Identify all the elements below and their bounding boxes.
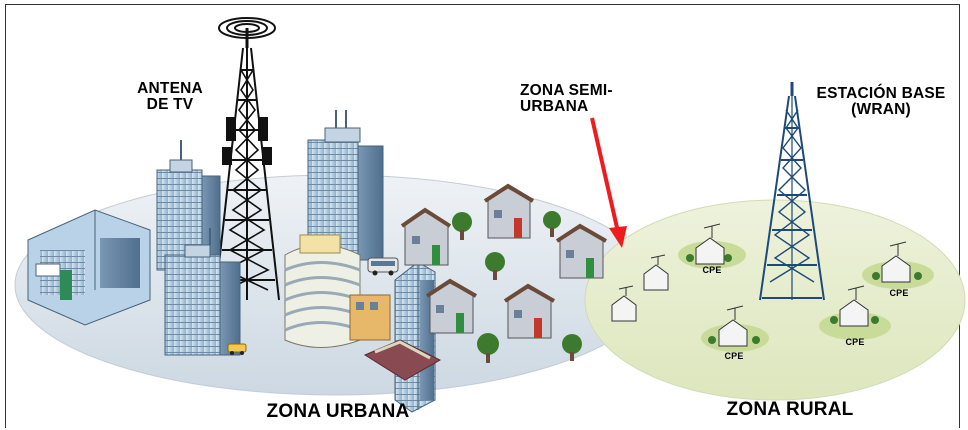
red-arrow-icon bbox=[590, 117, 627, 248]
semi-urban-zone-label-line2: URBANA bbox=[520, 98, 589, 116]
office-building-icon bbox=[164, 228, 241, 356]
office-building-icon bbox=[27, 209, 151, 326]
tv-antenna-label: ANTENA DE TV bbox=[122, 80, 218, 114]
tree-icon bbox=[452, 212, 472, 240]
cpe-antenna-icon bbox=[695, 223, 725, 265]
tree-icon bbox=[562, 334, 582, 361]
cpe-label: CPE bbox=[889, 288, 909, 298]
cpe-label: CPE bbox=[702, 265, 722, 275]
tv-antenna-label-line2: DE TV bbox=[146, 96, 194, 114]
diagram-frame bbox=[5, 4, 960, 428]
tree-icon bbox=[485, 252, 505, 280]
taxi-icon bbox=[227, 343, 247, 355]
office-building-icon bbox=[156, 140, 221, 271]
tree-icon bbox=[477, 333, 499, 363]
tree-icon bbox=[686, 254, 922, 344]
cpe-antenna-icon bbox=[881, 241, 911, 283]
tv-antenna-tower-icon bbox=[214, 17, 280, 301]
house-icon bbox=[555, 223, 607, 279]
base-station-label: ESTACIÓN BASE (WRAN) bbox=[796, 85, 966, 119]
bus-icon bbox=[367, 257, 399, 276]
tv-antenna-label-line1: ANTENA bbox=[137, 80, 203, 97]
base-station-label-line1: ESTACIÓN BASE bbox=[816, 85, 946, 102]
house-icon bbox=[483, 183, 535, 239]
house-icon bbox=[503, 283, 555, 339]
rural-zone-label: ZONA RURAL bbox=[726, 399, 854, 420]
semi-urban-zone-label-line1: ZONA SEMI- bbox=[520, 82, 613, 99]
house-icon bbox=[400, 207, 452, 266]
cpe-label: CPE bbox=[724, 351, 744, 361]
cpe-antenna-icon bbox=[718, 305, 748, 347]
base-station-label-line2: (WRAN) bbox=[851, 101, 911, 119]
cpe-antenna-icon bbox=[839, 285, 869, 327]
house-icon bbox=[425, 278, 477, 334]
cpe-antenna-icon bbox=[611, 285, 637, 322]
office-building-icon bbox=[284, 234, 391, 348]
semi-urban-zone-label: ZONA SEMI- URBANA bbox=[520, 82, 650, 116]
tree-icon bbox=[543, 211, 561, 237]
cpe-label: CPE bbox=[845, 337, 865, 347]
plaza bbox=[363, 339, 442, 381]
cpe-antenna-icon bbox=[643, 254, 669, 291]
wran-base-station-tower-icon bbox=[759, 82, 825, 301]
urban-zone-label: ZONA URBANA bbox=[266, 401, 410, 422]
office-building-icon bbox=[394, 261, 436, 413]
